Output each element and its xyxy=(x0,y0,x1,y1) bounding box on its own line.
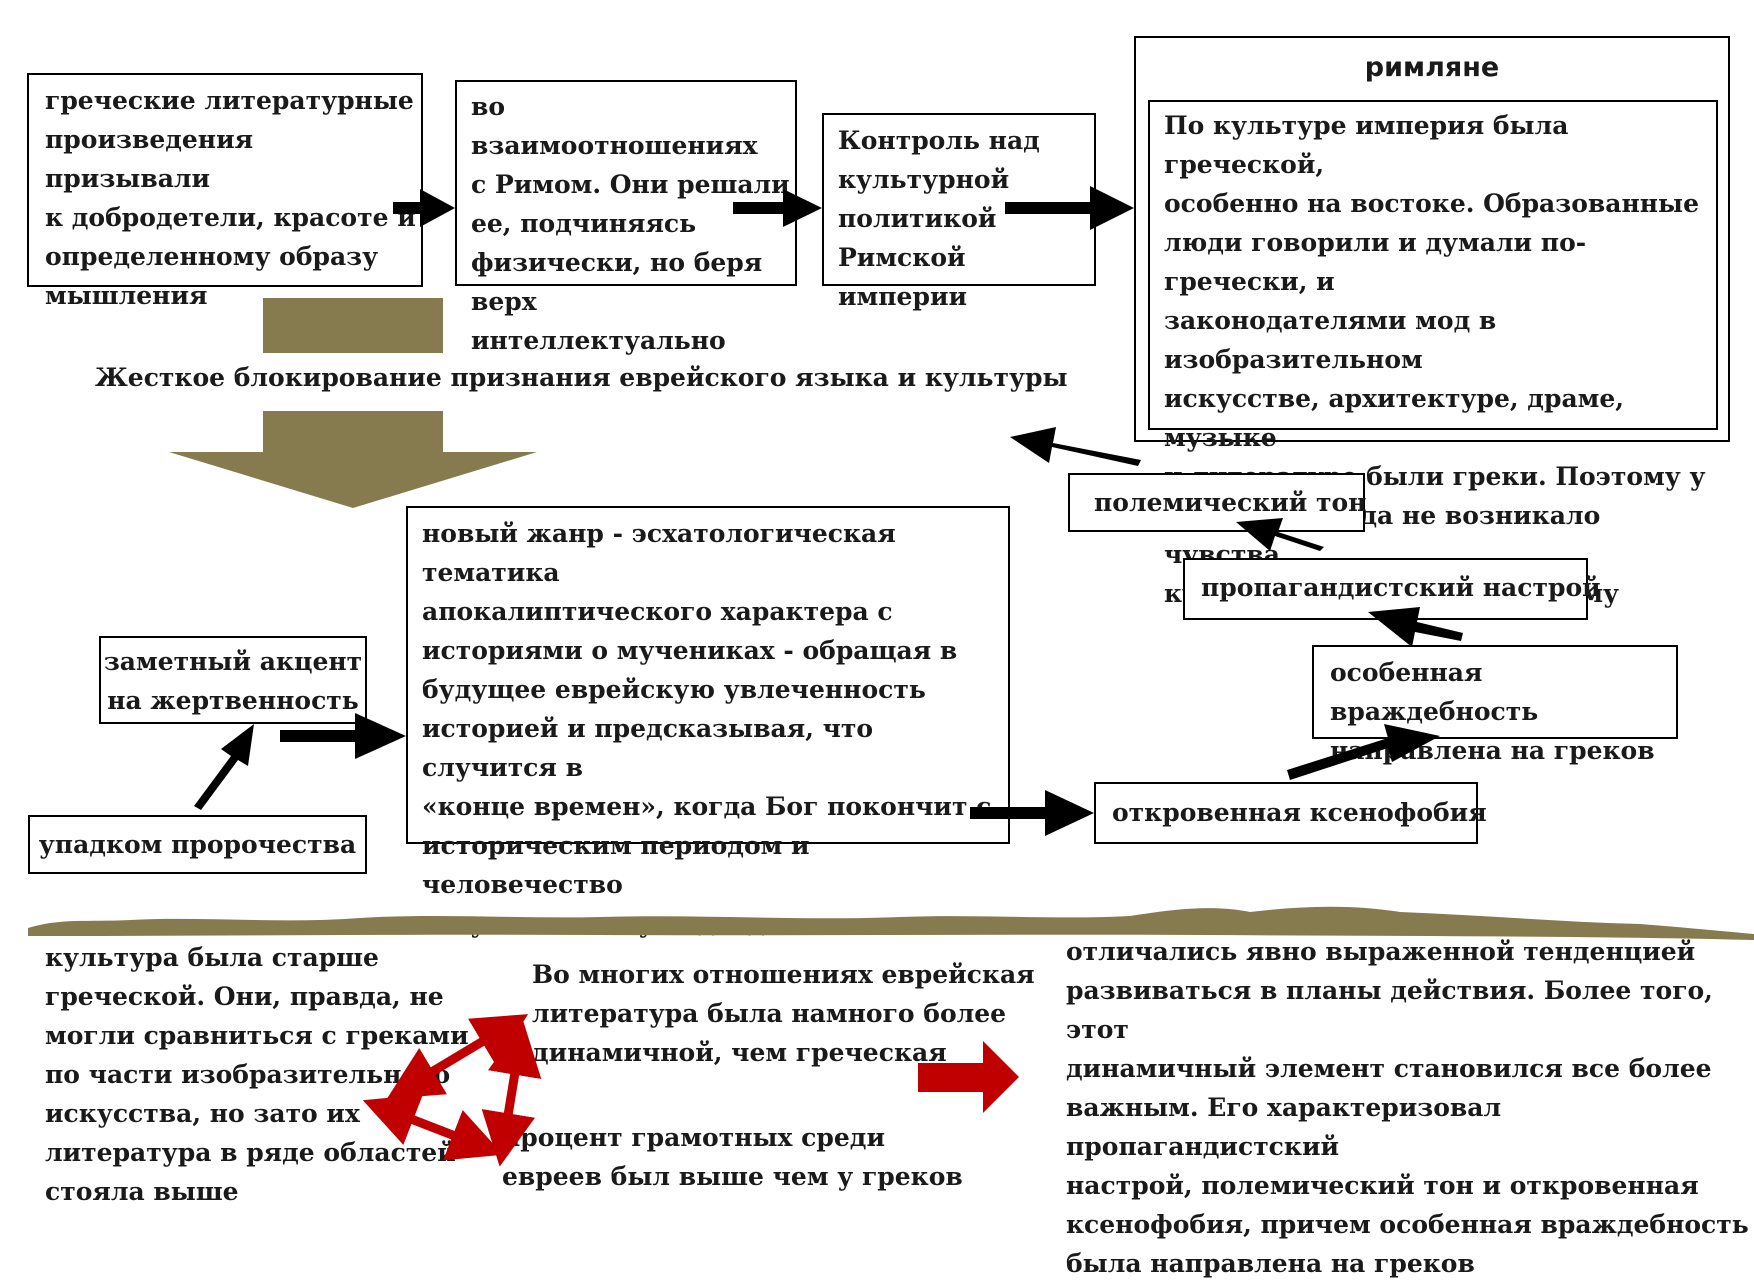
xenophobia-box: откровенная ксенофобия xyxy=(1094,782,1487,844)
arrow-polemic-to-center xyxy=(1010,427,1141,466)
wavy-divider xyxy=(28,906,1754,940)
arrow-control-to-romans xyxy=(1005,186,1134,230)
red-arrow-culture-literacy xyxy=(362,1094,504,1161)
propaganda-mood-box: пропагандистский настрой xyxy=(1183,558,1601,620)
relations-rome-text: во взаимоотношениях с Римом. Они решали … xyxy=(471,92,790,355)
greek-works-text: греческие литературные произведения приз… xyxy=(45,86,416,310)
arrows-layer xyxy=(28,186,1754,1167)
arrow-genre-to-xenophobia xyxy=(970,790,1094,836)
greek-works-box: греческие литературные произведения приз… xyxy=(27,73,423,310)
blocking-label: Жесткое блокирование признания еврейског… xyxy=(95,363,1068,392)
red-arrow-dynamic-literacy xyxy=(481,1021,542,1167)
propaganda-mood-text: пропагандистский настрой xyxy=(1201,573,1601,602)
arrow-sacrifice-to-genre xyxy=(280,713,406,759)
control-box: Контроль над культурной политикой Римско… xyxy=(822,113,1096,311)
xenophobia-text: откровенная ксенофобия xyxy=(1112,798,1487,827)
olive-down-arrow xyxy=(169,411,537,508)
arrow-prophecy-to-sacrifice xyxy=(194,724,254,810)
more-dynamic-text: Во многих отношениях еврейская литератур… xyxy=(532,960,1035,1067)
arrow-xenophobia-to-hostility xyxy=(1287,724,1440,780)
literacy-text: процент грамотных среди евреев был выше … xyxy=(502,1123,963,1191)
sacrifice-box: заметный акцент на жертвенность xyxy=(99,636,367,724)
sacrifice-text: заметный акцент на жертвенность xyxy=(103,647,363,715)
prophecy-decline-text: упадком пророчества xyxy=(38,830,357,859)
polemic-tone-box: полемический тон xyxy=(1068,473,1367,532)
romans-box: римляне По культуре империя была греческ… xyxy=(1134,36,1730,608)
arrow-propaganda-to-polemic xyxy=(1236,518,1324,551)
red-big-arrow xyxy=(918,1041,1019,1113)
control-text: Контроль над культурной политикой Римско… xyxy=(838,126,1040,311)
polemic-tone-text: полемический тон xyxy=(1094,488,1367,517)
red-arrow-culture-dynamic xyxy=(386,1014,529,1099)
romans-title: римляне xyxy=(1364,52,1500,83)
arrow-greek-to-relations xyxy=(393,189,455,227)
prophecy-decline-box: упадком пророчества xyxy=(28,815,367,874)
culture-older-text: культура была старше греческой. Они, пра… xyxy=(45,943,469,1206)
olive-block xyxy=(263,298,443,353)
arrow-relations-to-control xyxy=(733,189,822,227)
arrow-hostility-to-propaganda xyxy=(1368,607,1463,647)
relations-rome-box: во взаимоотношениях с Римом. Они решали … xyxy=(455,80,797,355)
romans-inner-box: По культуре империя была греческой, особ… xyxy=(1148,100,1718,608)
